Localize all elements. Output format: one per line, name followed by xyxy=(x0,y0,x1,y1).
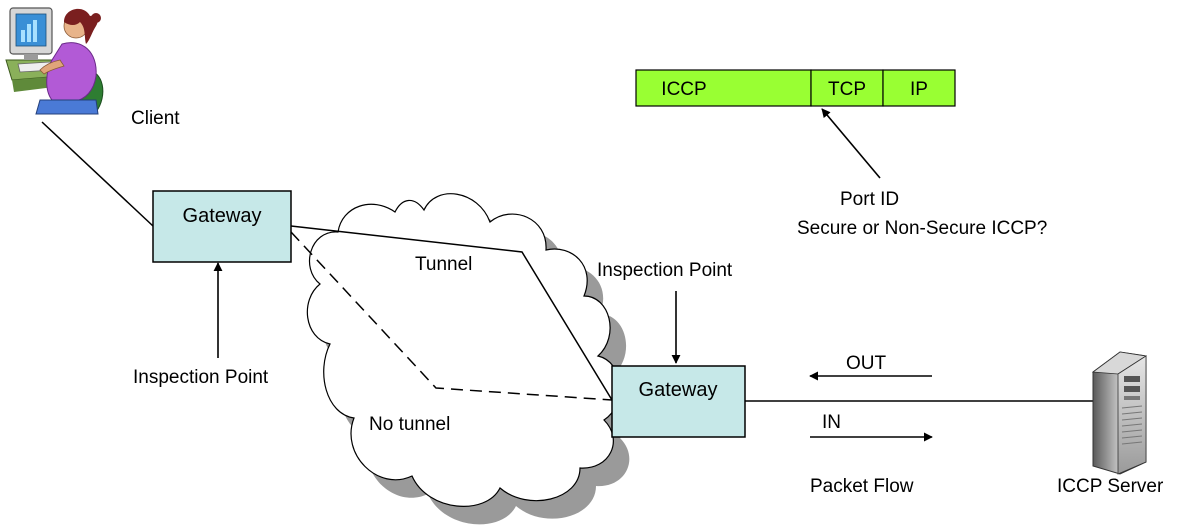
out-label: OUT xyxy=(846,353,887,374)
tunnel-path xyxy=(290,225,613,401)
port-id-arrow xyxy=(821,108,881,179)
gateway-right-label: Gateway xyxy=(639,379,718,401)
secure-question-label: Secure or Non-Secure ICCP? xyxy=(797,218,1047,239)
in-label: IN xyxy=(822,412,841,433)
gateway-left-label: Gateway xyxy=(183,205,262,227)
client-to-gateway-line xyxy=(41,121,154,227)
no-tunnel-path xyxy=(290,231,613,401)
gateway-right: Gateway xyxy=(611,365,746,438)
packet-field-tcp-label: TCP xyxy=(828,79,866,100)
packet-flow-label: Packet Flow xyxy=(810,476,914,497)
inspection-point-left-label: Inspection Point xyxy=(133,367,269,388)
client-label: Client xyxy=(131,108,180,129)
labels: Client Inspection Point Inspection Point… xyxy=(131,108,1164,497)
cloud-body xyxy=(306,193,621,507)
connections xyxy=(41,121,1093,402)
packet-field-iccp-label: ICCP xyxy=(661,79,706,100)
packet-field-ip-label: IP xyxy=(910,79,928,100)
gateway-left-box xyxy=(152,190,292,263)
gateway-left: Gateway xyxy=(152,190,292,263)
packet-field-tcp xyxy=(810,69,884,107)
server-label: ICCP Server xyxy=(1057,476,1164,497)
packet-field-iccp xyxy=(635,69,812,107)
arrows xyxy=(213,108,933,442)
inspection-point-right-label: Inspection Point xyxy=(597,260,733,281)
tower-server-icon xyxy=(1091,351,1148,475)
person-at-computer-icon xyxy=(5,7,104,115)
packet-field-ip xyxy=(882,69,956,107)
port-id-label: Port ID xyxy=(840,189,899,210)
gateway-right-box xyxy=(611,365,746,438)
network-cloud xyxy=(306,193,636,525)
no-tunnel-label: No tunnel xyxy=(369,414,450,435)
packet-header: ICCP TCP IP xyxy=(635,69,956,107)
tunnel-label: Tunnel xyxy=(415,254,472,275)
